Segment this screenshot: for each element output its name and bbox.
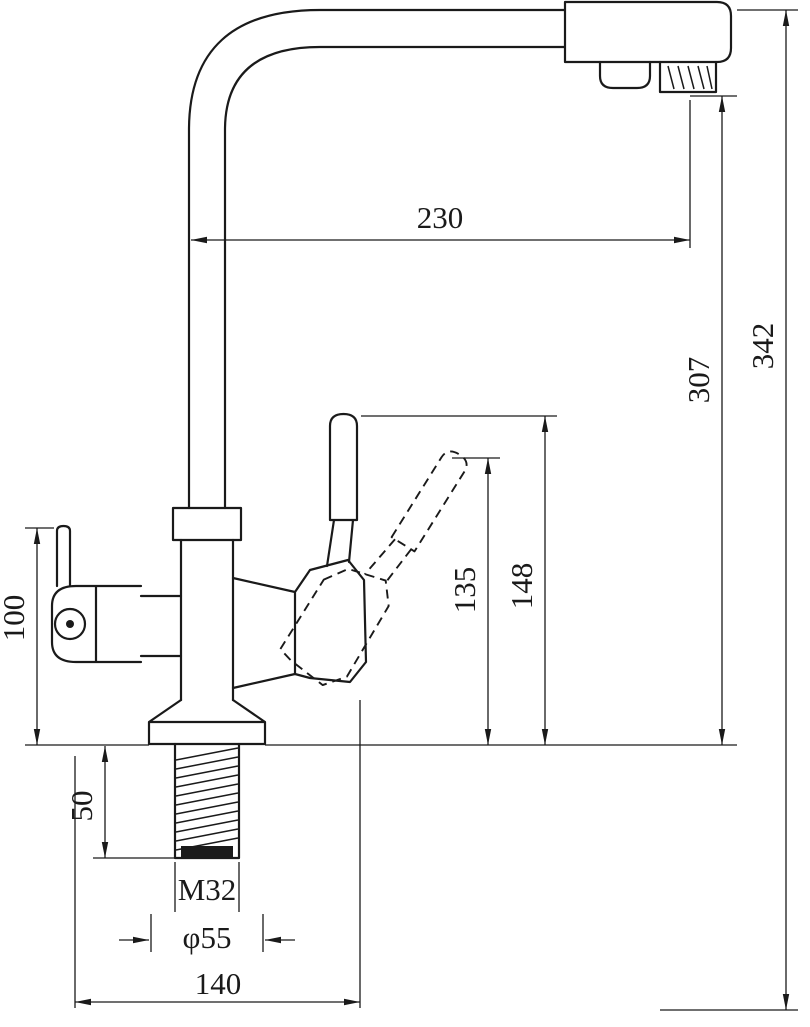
mounting-shank [173, 742, 241, 860]
lever-grip [328, 412, 359, 522]
spout-tube-inner-line [223, 45, 567, 510]
spout-tube-outer-line [187, 8, 567, 510]
dim-135-label: 135 [447, 567, 482, 614]
lever-stem-dashed [363, 538, 412, 584]
side-valve-neck [139, 594, 183, 658]
dim-dia55-extension-lines [150, 914, 264, 952]
side-handle-pin [55, 524, 72, 588]
side-handle-body [50, 584, 143, 664]
dimension-annotations: 230 342 307 148 135 100 50 M32 φ55 [0, 9, 798, 1011]
lever-cone [231, 576, 297, 690]
dim-342-label: 342 [745, 323, 780, 370]
thread-callout-extension-lines [174, 862, 240, 912]
shank-thread-lines [175, 747, 239, 851]
faucet-outline [25, 0, 737, 860]
lever-stem [325, 518, 355, 568]
dim-dia55-label: φ55 [183, 920, 232, 955]
spout-head [563, 0, 733, 64]
body-collar [171, 506, 243, 542]
aerator-outlet [658, 60, 718, 94]
lever-joint [293, 558, 368, 684]
lever-grip-dashed [390, 450, 468, 553]
valve-body-sides [179, 538, 235, 702]
side-handle-cap-dot [66, 620, 74, 628]
dim-140-extension-lines [74, 700, 361, 1008]
dim-140-label: 140 [195, 966, 242, 1001]
dim-148-label: 148 [504, 563, 539, 610]
shank-end-cap [181, 846, 233, 858]
aerator-collar [598, 60, 652, 90]
dim-230-label: 230 [417, 200, 464, 235]
dim-342-extension-lines [660, 9, 798, 1011]
dim-50-label: 50 [64, 791, 99, 822]
lever-tilted-dashed [279, 450, 468, 687]
base-flange [147, 698, 267, 746]
thread-callout-label: M32 [178, 872, 237, 907]
dim-100-label: 100 [0, 595, 31, 642]
dim-307-label: 307 [681, 357, 716, 404]
aerator-knurl-lines [667, 65, 713, 90]
side-handle-cap-circle [53, 607, 87, 641]
lever-joint-dashed [279, 567, 390, 687]
